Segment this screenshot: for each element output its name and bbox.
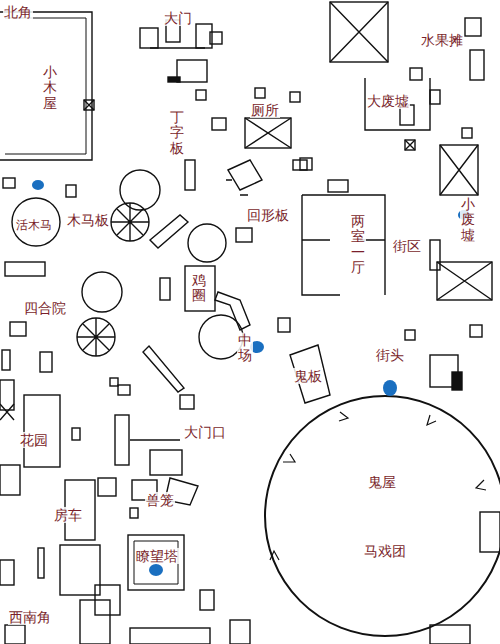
place-label: 大门 <box>163 10 193 26</box>
place-label: 鬼屋 <box>367 474 397 490</box>
place-label: 鬼板 <box>293 368 323 384</box>
place-label: 北角 <box>3 4 33 20</box>
place-label: 回形板 <box>246 207 290 223</box>
place-label: 活木马 <box>15 219 53 233</box>
place-label: 水果摊 <box>420 32 464 48</box>
place-label: 西南角 <box>8 609 52 625</box>
place-label: 小木屋 <box>42 65 58 111</box>
place-label: 鸡圈 <box>191 273 207 304</box>
place-label: 兽笼 <box>145 492 175 508</box>
place-label: 两室一厅 <box>350 214 366 276</box>
place-label: 大废墟 <box>366 93 410 109</box>
place-label: 花园 <box>19 432 49 448</box>
place-label: 厕所 <box>250 102 280 118</box>
place-label: 街区 <box>392 238 422 254</box>
place-label: 丁字板 <box>169 110 185 156</box>
place-label: 中场 <box>237 333 253 364</box>
place-label: 马戏团 <box>363 543 407 559</box>
place-label: 大门口 <box>183 424 227 440</box>
place-label: 小废墟 <box>460 197 476 243</box>
place-label: 瞭望塔 <box>135 548 179 564</box>
place-label: 街头 <box>375 347 405 363</box>
place-label: 房车 <box>53 507 83 523</box>
place-label: 四合院 <box>23 300 67 316</box>
place-label: 木马板 <box>66 212 110 228</box>
